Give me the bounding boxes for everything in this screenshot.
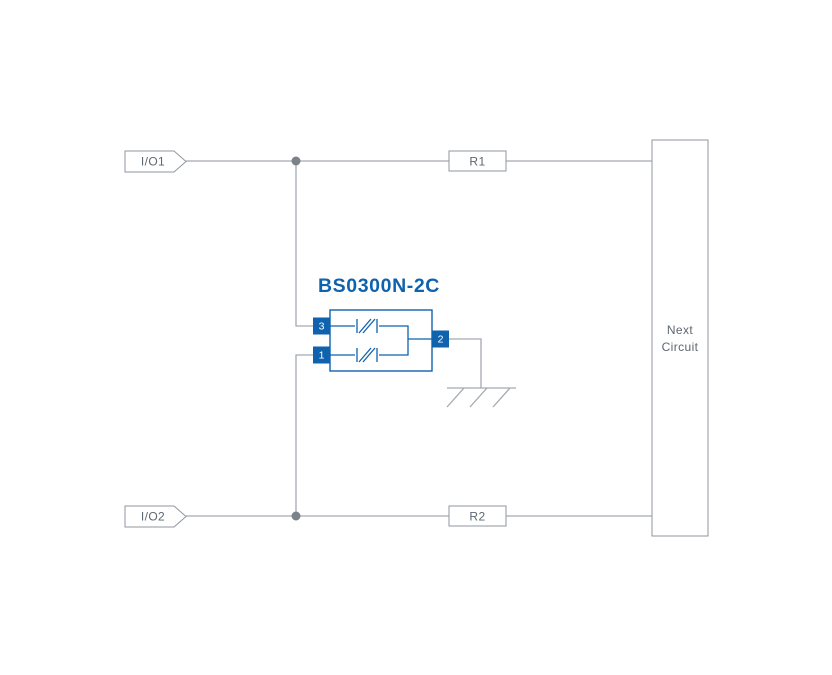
component-body: [329, 309, 433, 372]
internal-common-node: [379, 325, 409, 356]
ground-hatch-3: [492, 387, 511, 408]
ground-hatch-1: [446, 387, 465, 408]
wire-junction-to-pin3: [295, 161, 313, 327]
wire-junction-to-pin1: [295, 354, 313, 516]
wires: [186, 160, 652, 517]
pin-3: 3: [313, 317, 330, 335]
tvs-diode-1-icon: [356, 318, 378, 334]
terminal-io1: I/O1: [124, 150, 187, 173]
pin2-pad: [432, 330, 449, 348]
r2-body: [448, 505, 507, 527]
component-internal-wiring: [330, 325, 432, 356]
diode1-stroke-a: [358, 318, 372, 334]
io1-tag-shape: [124, 150, 187, 173]
diode2-stroke-a: [358, 347, 372, 363]
diode1-stroke-b: [362, 318, 376, 334]
chassis-ground-icon: [446, 387, 516, 408]
resistor-r1: R1: [448, 150, 507, 172]
diode2-stroke-b: [362, 347, 376, 363]
io2-tag-shape: [124, 505, 187, 528]
next-circuit-block: Next Circuit: [651, 139, 709, 537]
pin3-number: 3: [319, 321, 325, 333]
tvs-component: BS0300N-2C: [313, 275, 449, 372]
ground-hatch-2: [469, 387, 488, 408]
pin1-number: 1: [319, 350, 325, 362]
r1-body: [448, 150, 507, 172]
pin-1: 1: [313, 346, 330, 364]
wire-pin2-to-ground: [449, 338, 482, 388]
pin2-number: 2: [438, 334, 444, 346]
r1-label: R1: [469, 155, 485, 169]
next-circuit-label-line1: Next: [667, 323, 694, 337]
pin3-pad: [313, 317, 330, 335]
junction-dot-bottom: [291, 511, 301, 521]
io2-label: I/O2: [141, 510, 165, 524]
next-circuit-label-line2: Circuit: [662, 340, 699, 354]
pin-2: 2: [432, 330, 449, 348]
r2-label: R2: [469, 510, 485, 524]
io1-label: I/O1: [141, 155, 165, 169]
next-circuit-body: [651, 139, 709, 537]
resistor-r2: R2: [448, 505, 507, 527]
pin1-pad: [313, 346, 330, 364]
component-title: BS0300N-2C: [318, 275, 440, 297]
tvs-diode-2-icon: [356, 347, 378, 363]
terminal-io2: I/O2: [124, 505, 187, 528]
junction-dot-top: [291, 156, 301, 166]
